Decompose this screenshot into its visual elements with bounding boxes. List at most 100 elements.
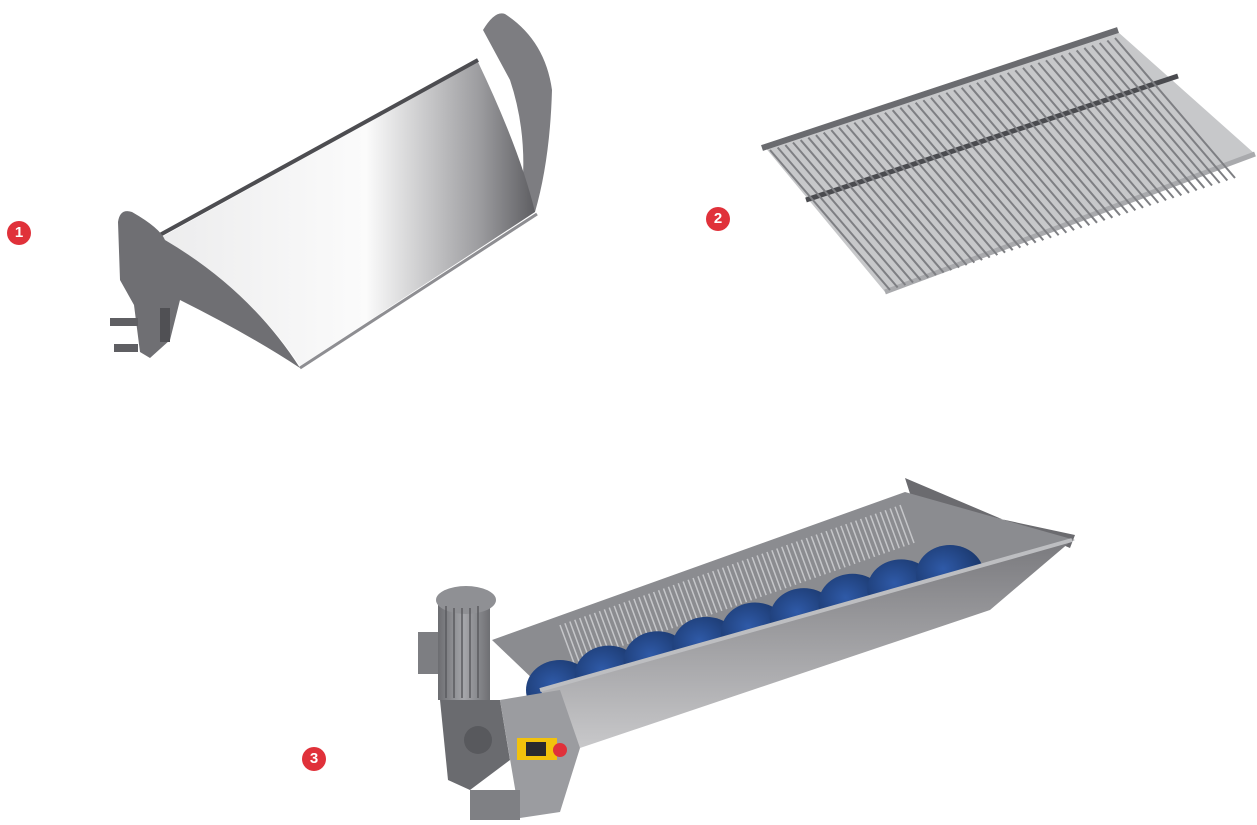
conveyor-trough-lip <box>539 538 1073 692</box>
screen-bar <box>792 141 914 284</box>
screen-bar <box>953 89 1075 231</box>
perforation <box>761 553 777 592</box>
perforation <box>756 555 772 594</box>
perforation <box>751 556 767 596</box>
screen-bar <box>1022 67 1144 209</box>
screen-bar <box>1106 39 1229 182</box>
screen-bar <box>1114 37 1236 179</box>
screen-bar <box>822 131 945 274</box>
part-marker-2: 2 <box>706 207 730 231</box>
hopper-lower-edge <box>299 212 538 370</box>
perforation <box>574 619 590 659</box>
screen-bar <box>907 104 1029 246</box>
bar-screen-part <box>761 27 1256 295</box>
perforation <box>628 600 644 639</box>
conveyor-trough <box>540 542 1070 748</box>
perforation <box>850 522 866 561</box>
screen-bar <box>899 107 1022 249</box>
gearbox-hub <box>464 726 492 754</box>
screen-bar <box>1075 49 1198 192</box>
screen-bar <box>1052 57 1175 199</box>
screen-bar <box>815 134 937 276</box>
perforation <box>884 509 900 549</box>
perforation <box>564 623 580 662</box>
perforation <box>707 572 723 612</box>
perforation <box>845 523 861 563</box>
perforation <box>805 537 822 577</box>
perforation <box>874 513 891 552</box>
perforation <box>613 605 629 645</box>
screen-bottom-rail <box>884 151 1256 295</box>
screen-bar <box>861 119 983 261</box>
screen-bar <box>1014 69 1137 212</box>
sensor-indicator <box>553 743 567 757</box>
perforation <box>781 546 797 585</box>
screen-bar <box>830 129 953 271</box>
screen-bar <box>1068 52 1190 194</box>
perforation <box>776 548 792 587</box>
screen-bar <box>930 97 1052 239</box>
screen-bar <box>1098 42 1221 184</box>
screen-bar <box>999 74 1121 216</box>
perforation <box>687 579 703 619</box>
screen-bar <box>937 94 1060 236</box>
perforation <box>588 614 605 653</box>
perforation <box>741 560 758 599</box>
perforation <box>579 617 595 657</box>
perforation <box>736 562 753 601</box>
perforation <box>633 598 649 638</box>
perforation <box>746 558 762 598</box>
screen-bar <box>960 87 1083 229</box>
perforation <box>721 567 738 606</box>
screen-bar <box>914 102 1037 244</box>
screen-bar <box>868 116 991 259</box>
perforation <box>608 607 624 646</box>
screen-bar <box>891 109 1014 251</box>
screen-bar <box>853 121 976 264</box>
hopper-leg <box>160 308 170 342</box>
perforation <box>899 504 915 544</box>
perforation <box>810 536 827 575</box>
part-marker-3: 3 <box>302 747 326 771</box>
perforation <box>652 591 669 631</box>
screen-bar <box>1083 47 1206 189</box>
screen-bar <box>983 79 1106 221</box>
perforation <box>593 612 610 652</box>
perforation <box>859 518 876 558</box>
perforation <box>672 584 689 624</box>
perforation <box>702 574 718 613</box>
screen-bar <box>876 114 999 256</box>
perforation <box>598 610 615 650</box>
screen-bar <box>845 124 968 266</box>
screen-bar <box>1037 62 1160 204</box>
screen-bar <box>769 149 891 291</box>
perforation <box>716 569 733 608</box>
perforation <box>766 551 782 591</box>
motor-cap <box>436 586 496 614</box>
screen-bar <box>922 99 1045 241</box>
screen-bar <box>976 82 1098 224</box>
perforation <box>603 609 620 648</box>
perforation <box>815 534 831 573</box>
perforation <box>682 581 698 620</box>
screen-bar <box>991 77 1114 219</box>
perforation <box>790 543 807 582</box>
perforation <box>647 593 664 632</box>
perforation <box>854 520 871 559</box>
screen-bar <box>799 139 922 281</box>
part-marker-1: 1 <box>7 221 31 245</box>
perforation <box>643 595 659 634</box>
perforation <box>667 586 684 625</box>
screen-bar <box>1060 54 1183 197</box>
perforation <box>618 603 634 643</box>
screen-top-rail <box>761 27 1119 151</box>
screen-bar <box>968 84 1091 226</box>
screen-bar <box>1029 64 1152 207</box>
perforation <box>869 515 886 554</box>
hopper-right-plate <box>483 13 552 213</box>
perforation <box>825 530 841 570</box>
perforation <box>712 570 728 610</box>
screen-bar <box>784 144 907 286</box>
perforation <box>800 539 817 579</box>
